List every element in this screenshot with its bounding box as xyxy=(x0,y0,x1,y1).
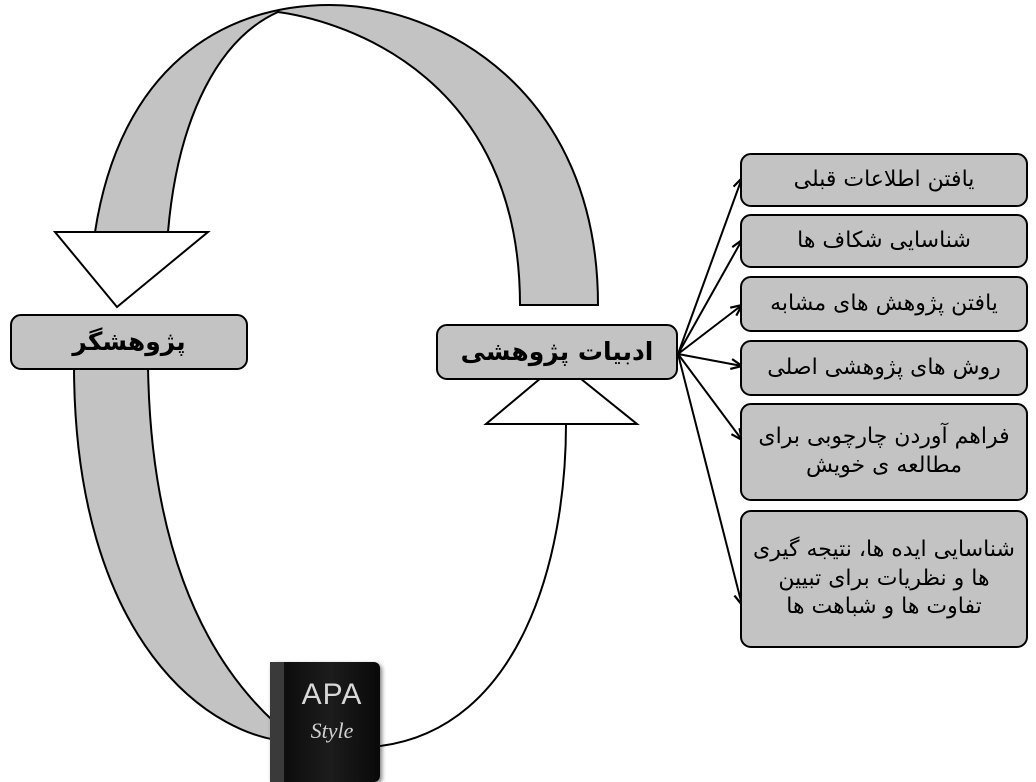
purpose-box: فراهم آوردن چارچوبی برای مطالعه ی خویش xyxy=(740,403,1028,501)
connector-arrow xyxy=(677,178,742,355)
purpose-box: روش های پژوهشی اصلی xyxy=(740,340,1028,396)
connector-arrow xyxy=(677,240,742,355)
purpose-box: یافتن اطلاعات قبلی xyxy=(740,153,1028,207)
researcher-node: پژوهشگر xyxy=(10,314,248,370)
bottom-arc-band xyxy=(72,364,301,744)
top-arrowhead xyxy=(52,231,211,309)
connector-arrow xyxy=(677,353,742,440)
connector-arrow xyxy=(677,305,742,355)
book-spine xyxy=(270,662,284,782)
purpose-box: یافتن پژوهش های مشابه xyxy=(740,276,1028,332)
book-subtitle: Style xyxy=(310,718,354,743)
book-title: APA xyxy=(301,678,363,711)
apa-style-book-icon: APA Style xyxy=(270,662,380,782)
purpose-box: شناسایی شکاف ها xyxy=(740,214,1028,268)
purpose-box: شناسایی ایده ها، نتیجه گیری ها و نظریات … xyxy=(740,510,1028,648)
literature-node: ادبیات پژوهشی xyxy=(436,324,678,380)
connector-arrow xyxy=(677,353,742,605)
bottom-return-arc xyxy=(379,423,567,747)
bottom-arrowhead xyxy=(483,360,640,425)
top-arc-band xyxy=(93,3,600,306)
connector-arrow xyxy=(677,353,742,366)
